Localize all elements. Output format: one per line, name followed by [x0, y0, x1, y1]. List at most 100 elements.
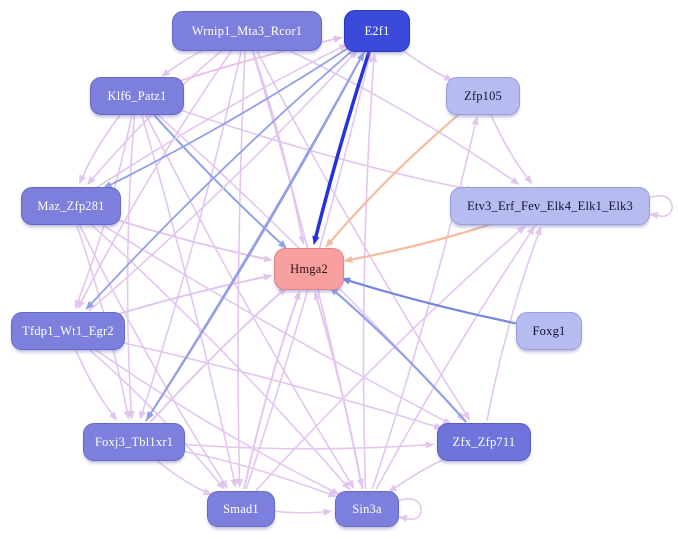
arrowhead	[524, 174, 533, 185]
edge	[97, 221, 448, 423]
arrowhead	[74, 299, 82, 310]
edge	[179, 449, 333, 496]
node-label: Zfp105	[464, 88, 502, 103]
arrowhead	[216, 480, 225, 490]
edge	[145, 114, 353, 485]
node-label: Foxj3_Tbl1xr1	[94, 434, 174, 449]
edge	[75, 349, 115, 417]
edge	[252, 50, 304, 241]
arrowhead	[471, 115, 479, 126]
node-maz[interactable]: Maz_Zfp281	[21, 187, 121, 225]
arrowhead	[230, 478, 238, 489]
edge	[109, 216, 269, 261]
edge	[397, 498, 422, 520]
arrowhead	[425, 441, 435, 449]
node-label: Etv3_Erf_Fev_Elk4_Elk1_Elk3	[467, 198, 633, 213]
edge	[88, 53, 355, 312]
edge	[274, 510, 328, 514]
node-hmga2[interactable]: Hmga2	[274, 248, 344, 290]
node-label: Klf6_Patz1	[107, 88, 167, 103]
arrowhead	[398, 514, 408, 522]
edge	[140, 51, 242, 416]
edge	[315, 295, 364, 490]
node-foxj3[interactable]: Foxj3_Tbl1xr1	[83, 423, 185, 461]
arrowhead	[79, 174, 87, 185]
node-zfp105[interactable]: Zfp105	[446, 77, 520, 115]
arrowhead	[370, 52, 378, 63]
edge	[115, 340, 439, 428]
node-zfx[interactable]: Zfx_Zfp711	[437, 423, 531, 461]
arrowhead	[263, 273, 273, 281]
arrowhead	[220, 479, 228, 490]
edge	[345, 278, 517, 325]
arrowhead	[333, 35, 343, 43]
arrowhead	[346, 479, 355, 490]
arrowhead	[323, 508, 333, 516]
node-etv3[interactable]: Etv3_Erf_Fev_Elk4_Elk1_Elk3	[450, 187, 650, 225]
arrowhead	[278, 240, 288, 249]
arrowhead	[293, 290, 301, 301]
arrowhead	[298, 235, 306, 246]
arrowhead	[387, 484, 398, 493]
edge	[256, 50, 468, 417]
arrowhead	[442, 417, 453, 425]
node-foxg1[interactable]: Foxg1	[516, 312, 582, 350]
node-label: Foxg1	[532, 323, 566, 338]
arrowhead	[86, 175, 96, 186]
edge	[126, 115, 136, 415]
node-label: E2f1	[364, 23, 390, 38]
edge	[96, 45, 344, 188]
edge	[371, 120, 477, 490]
edge	[184, 443, 430, 450]
edge	[332, 289, 467, 423]
edge	[348, 221, 497, 262]
arrowhead	[341, 481, 351, 491]
edge	[392, 455, 451, 491]
edge	[237, 51, 246, 483]
arrowhead	[527, 225, 536, 236]
node-tfdp1[interactable]: Tfdp1_Wt1_Egr2	[11, 312, 125, 350]
edge	[362, 58, 375, 489]
node-label: Hmga2	[290, 261, 328, 276]
node-label: Smad1	[223, 501, 259, 516]
edge	[375, 229, 533, 490]
node-sin3a[interactable]: Sin3a	[335, 491, 399, 527]
arrowhead	[109, 411, 118, 421]
arrowhead	[312, 235, 320, 246]
node-label: Sin3a	[352, 501, 382, 516]
arrowhead	[327, 490, 338, 498]
node-klf6[interactable]: Klf6_Patz1	[90, 77, 184, 115]
edge	[148, 50, 366, 417]
node-smad1[interactable]: Smad1	[207, 491, 275, 527]
arrowhead	[649, 211, 659, 219]
node-wrnip1[interactable]: Wrnip1_Mta3_Rcor1	[172, 11, 322, 51]
arrowhead	[139, 410, 147, 421]
node-e2f1[interactable]: E2f1	[344, 10, 410, 52]
edge	[93, 347, 336, 494]
edge	[284, 48, 516, 183]
edge	[173, 107, 471, 191]
arrowhead	[160, 68, 171, 77]
edge	[648, 195, 673, 217]
edge	[490, 114, 530, 181]
arrowhead	[313, 290, 321, 301]
arrowhead	[325, 238, 334, 248]
edge	[150, 289, 284, 423]
arrowhead	[263, 255, 274, 263]
edge	[398, 46, 449, 80]
edge	[155, 459, 208, 494]
edge	[152, 113, 284, 246]
arrowhead	[85, 300, 95, 311]
arrowhead	[102, 181, 113, 189]
node-label: Zfx_Zfp711	[452, 434, 516, 449]
arrowhead	[145, 411, 154, 421]
arrowhead	[516, 225, 526, 235]
arrowhead	[123, 410, 131, 421]
edge	[80, 114, 122, 180]
node-label: Tfdp1_Wt1_Egr2	[22, 323, 114, 338]
edge	[88, 47, 356, 307]
edge	[110, 275, 269, 318]
arrowhead	[534, 225, 542, 236]
